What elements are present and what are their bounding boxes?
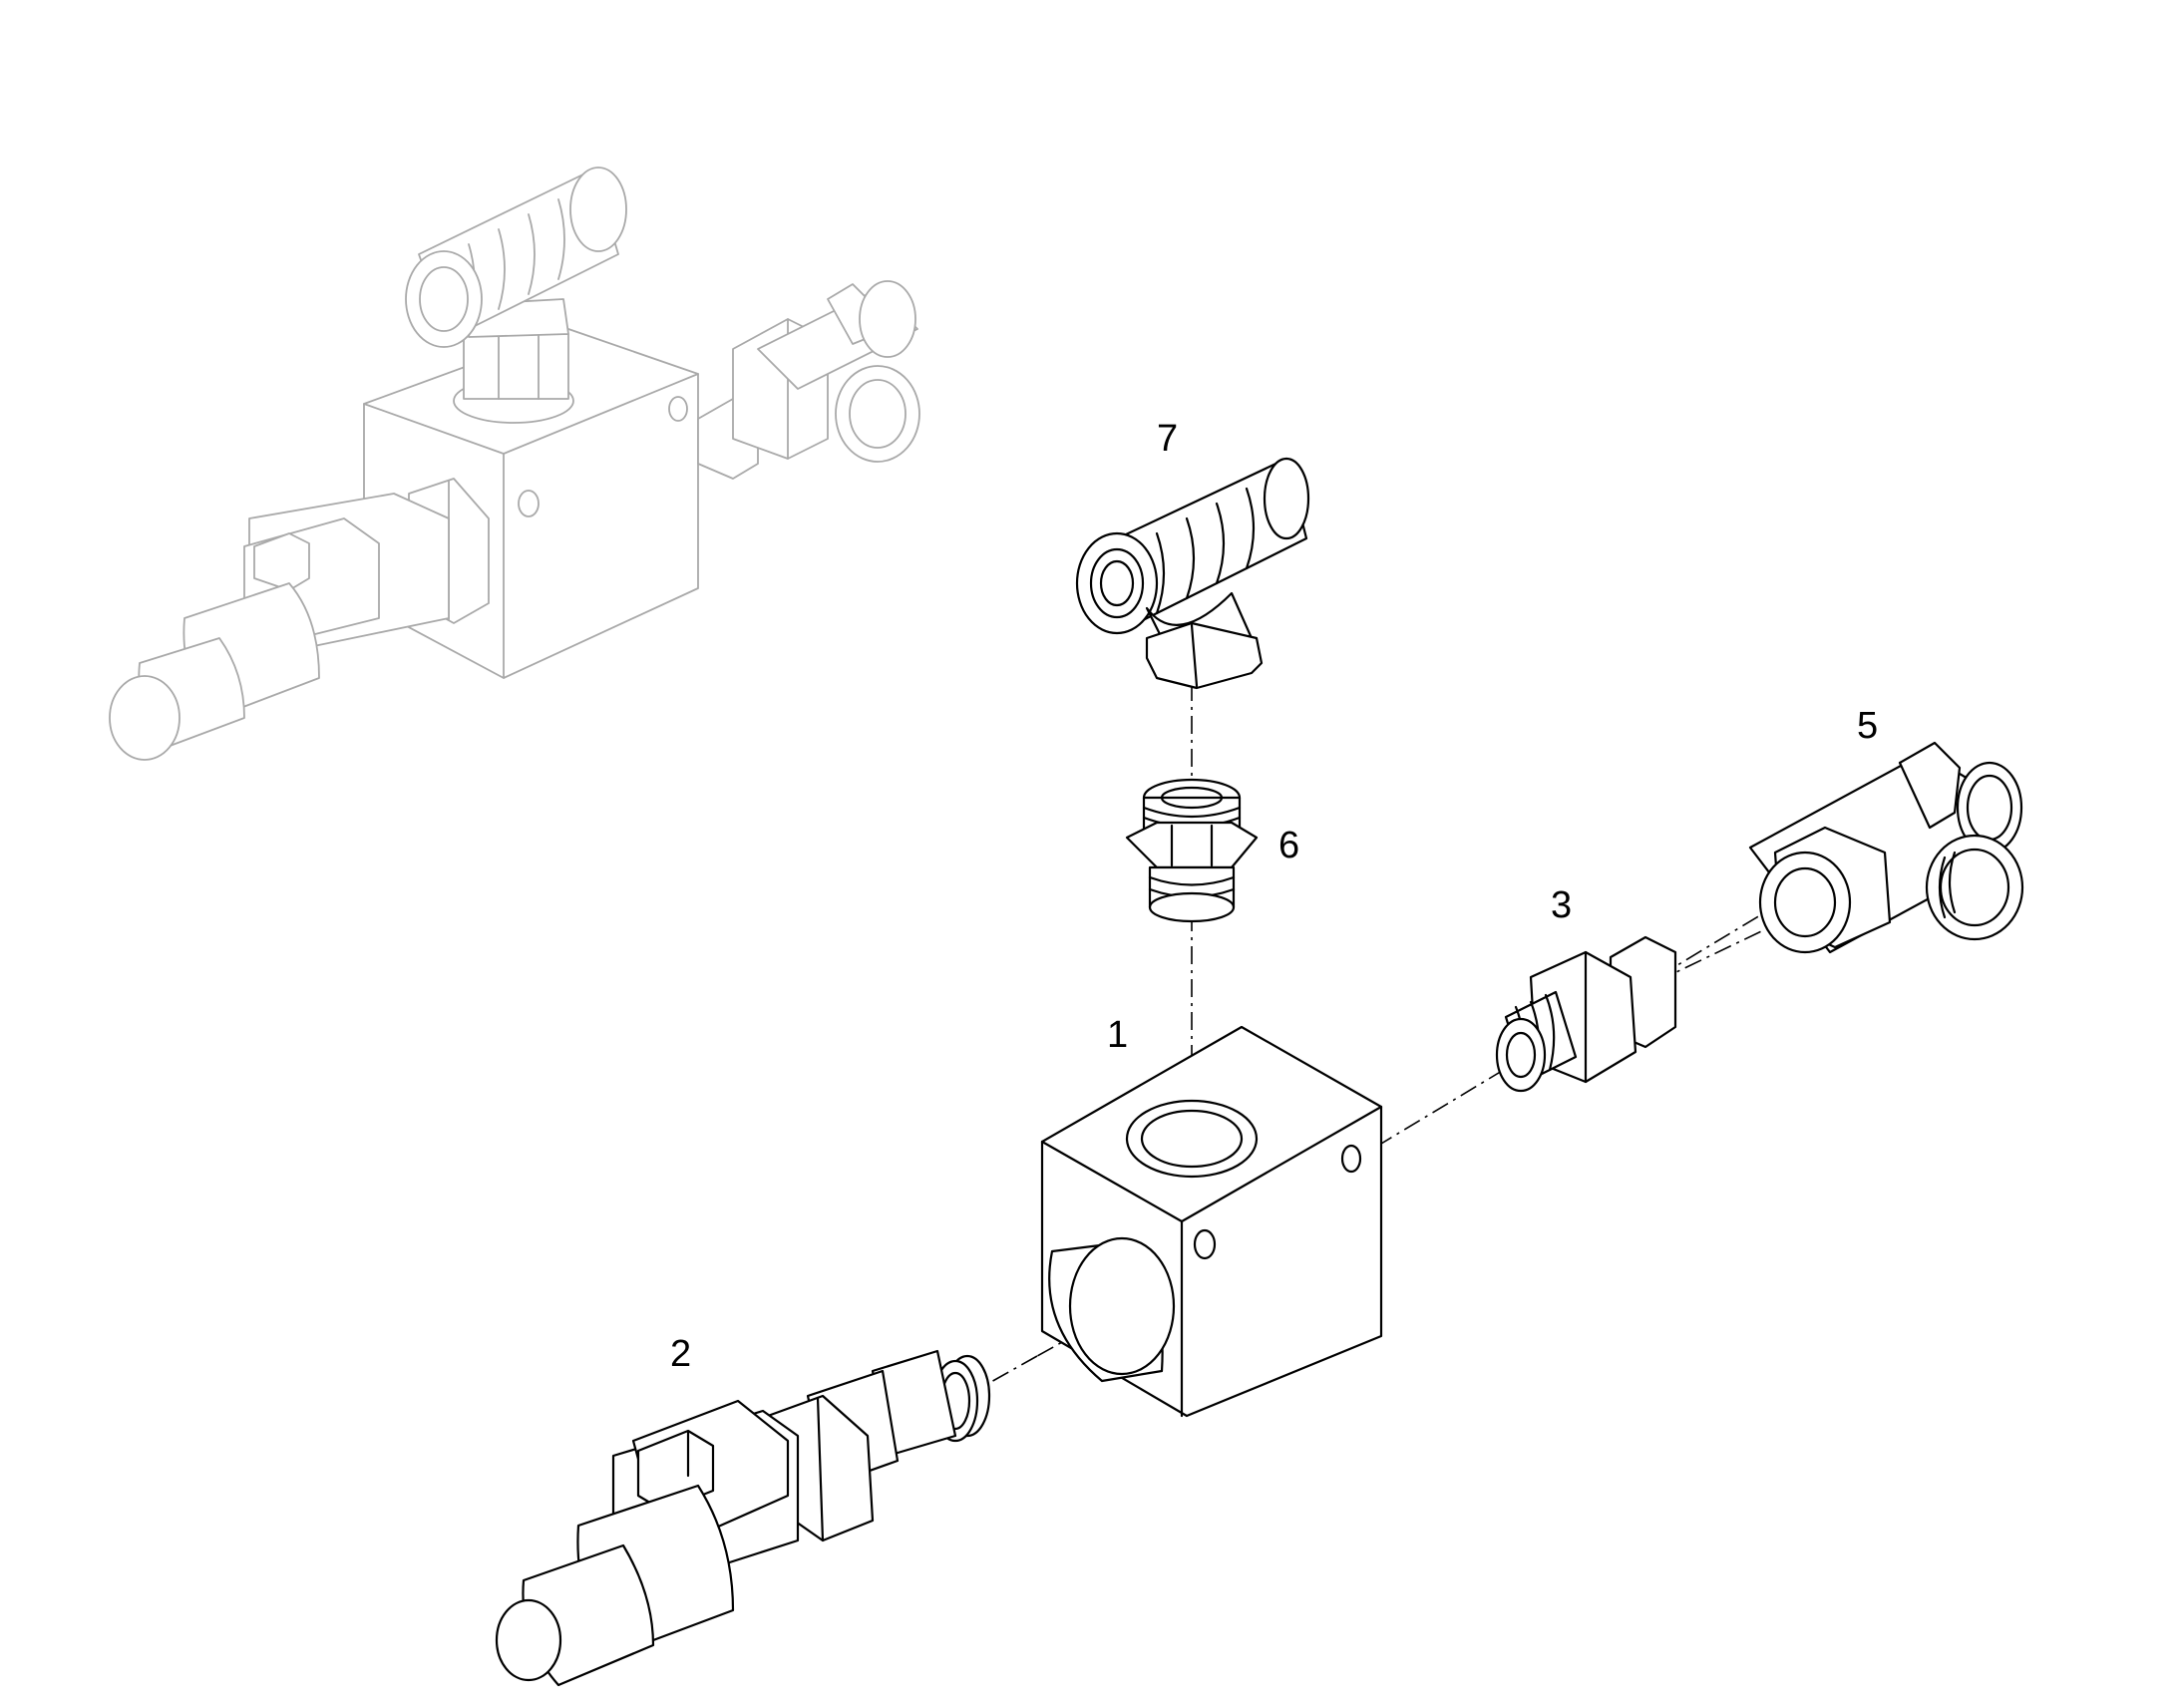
callout-7: 7 [1157, 418, 1178, 460]
part-swivel-tee: 5 [1748, 705, 2024, 954]
part-adapter: 3 [1495, 884, 1677, 1093]
part-solenoid-valve: 2 [495, 1333, 991, 1687]
part-straight-fitting: 6 [1125, 778, 1299, 923]
assembled-view-ghost [109, 167, 920, 761]
callout-3: 3 [1551, 884, 1572, 926]
ghost-top-fitting [453, 298, 574, 424]
ghost-hose-tee [405, 167, 627, 348]
callout-1: 1 [1107, 1014, 1128, 1056]
part-hose-tee: 7 [1075, 418, 1310, 690]
part-block: 1 [1040, 1014, 1383, 1418]
callout-5: 5 [1857, 705, 1878, 747]
ghost-right-fittings [697, 280, 920, 480]
ghost-solenoid [109, 478, 490, 761]
callout-6: 6 [1278, 825, 1299, 866]
callout-2: 2 [670, 1333, 691, 1375]
